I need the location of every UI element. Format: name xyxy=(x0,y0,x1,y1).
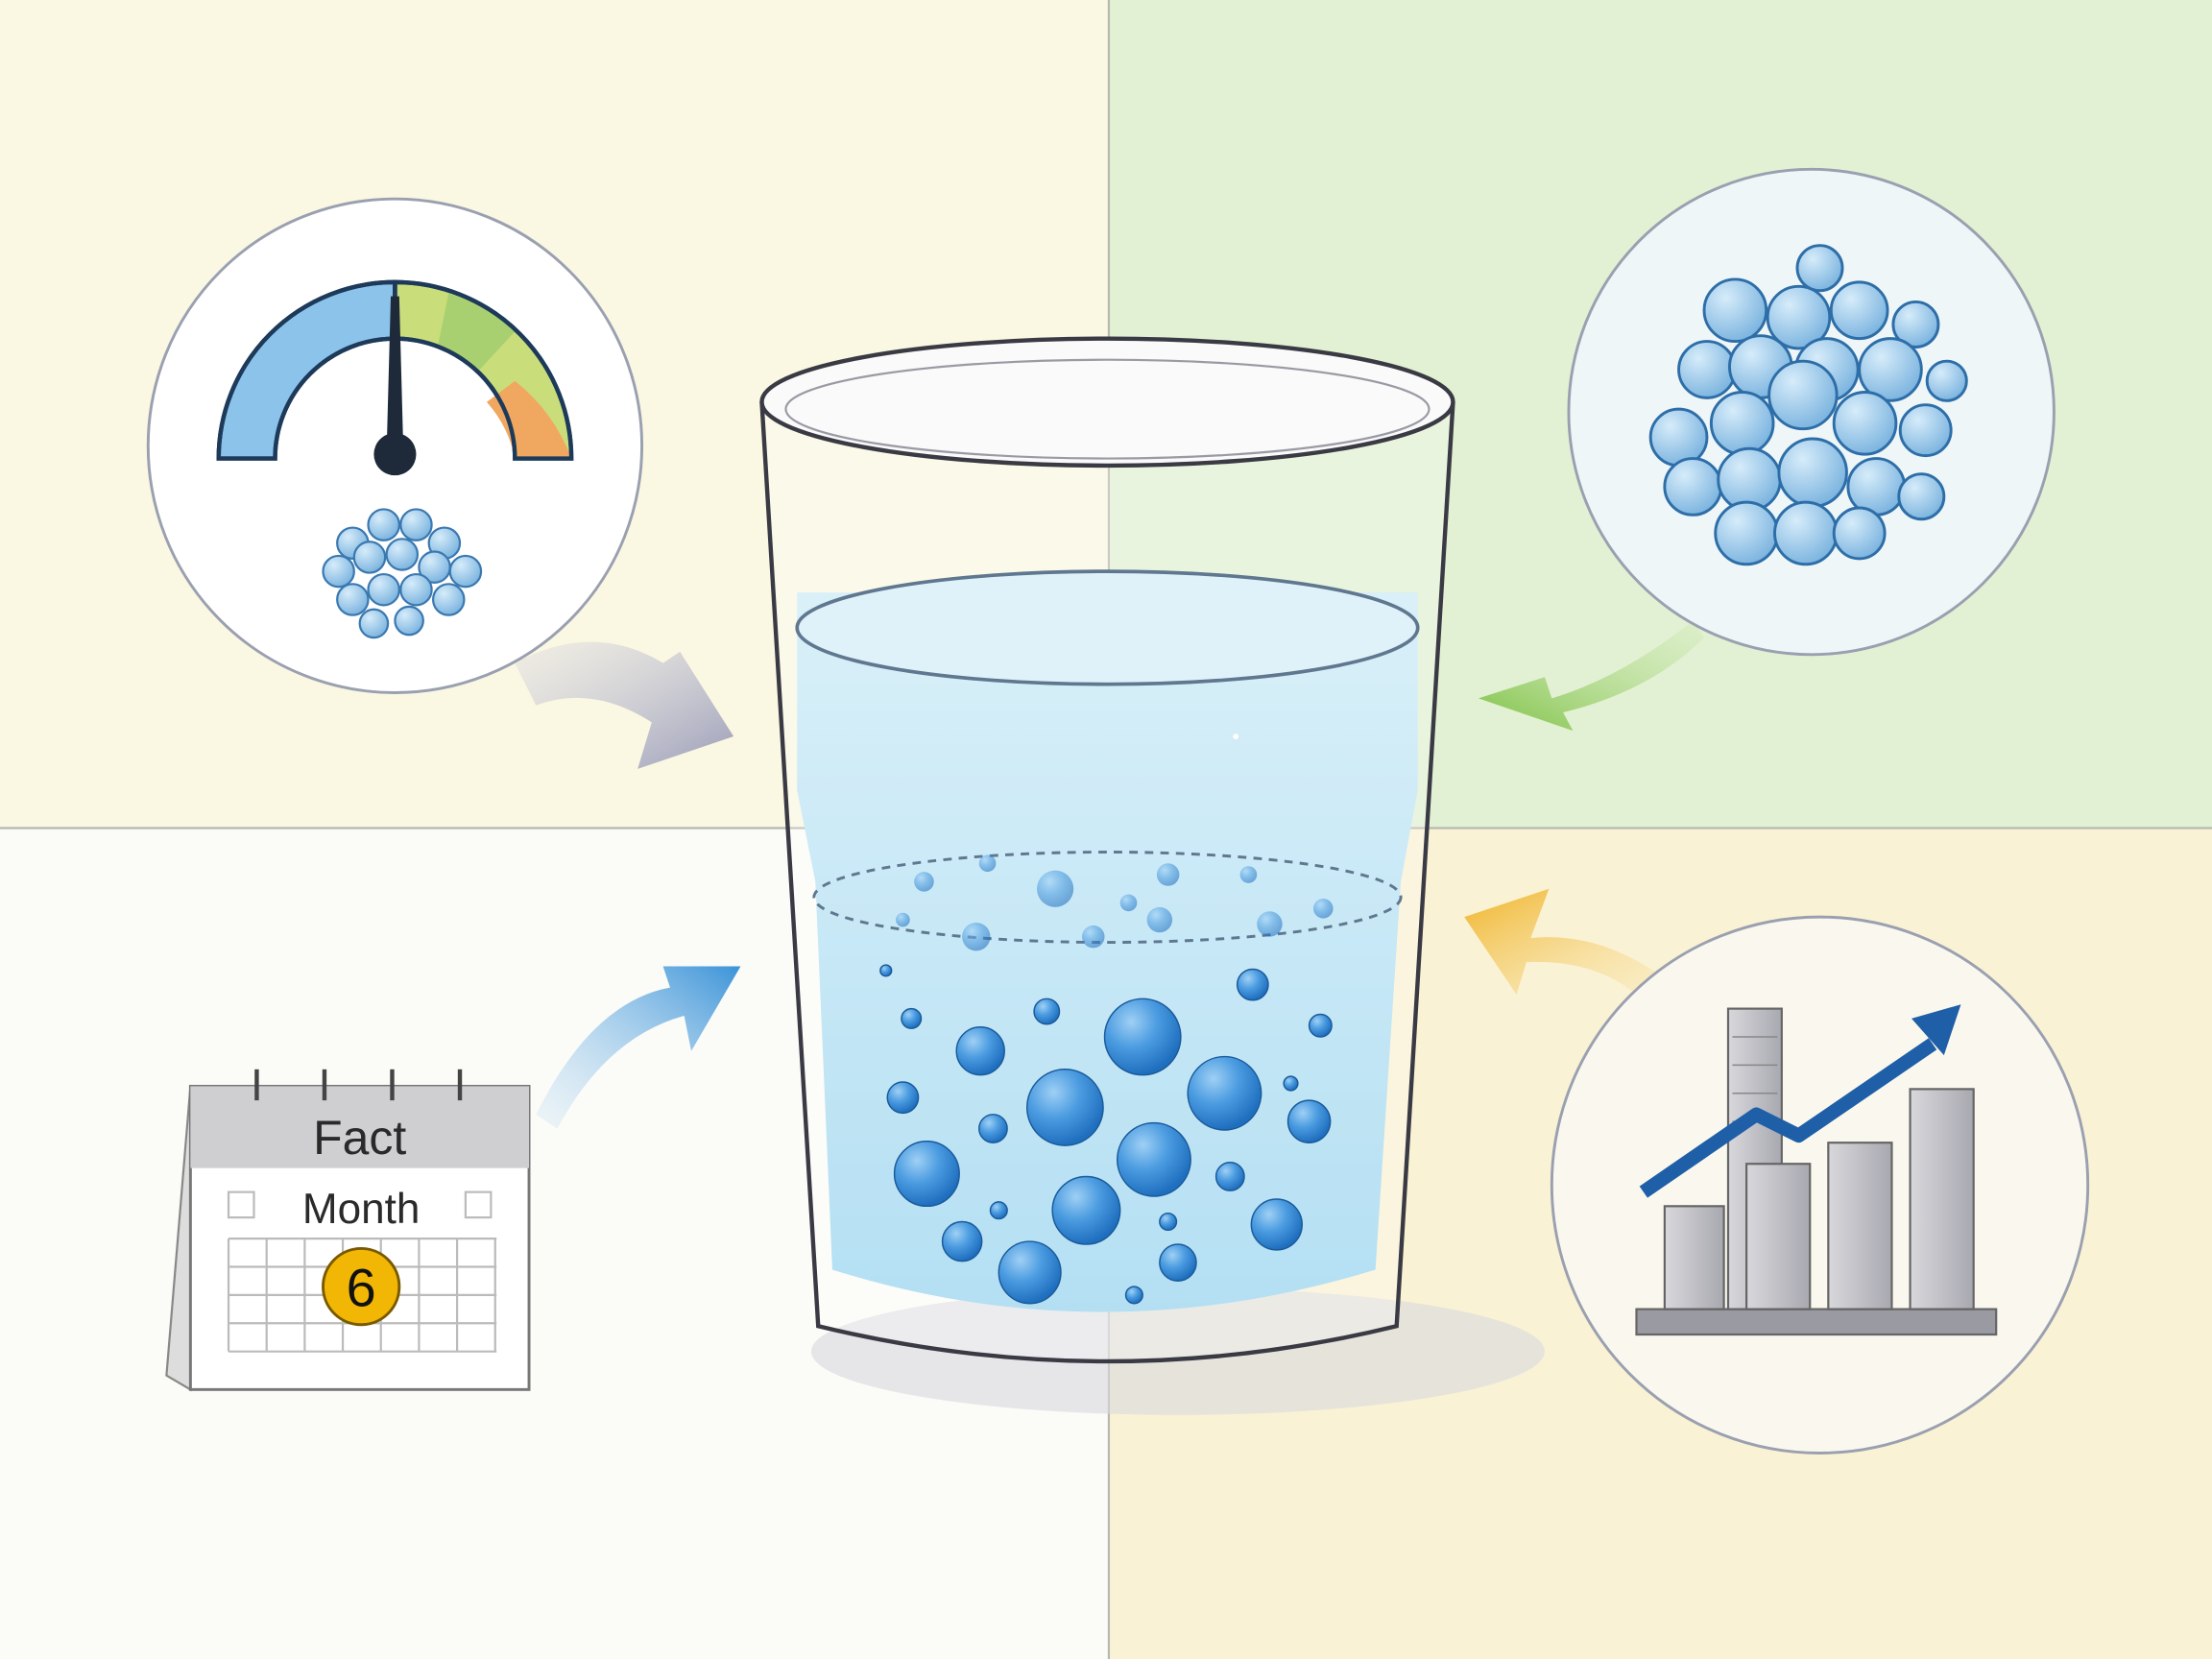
gauge-icon xyxy=(146,197,644,694)
calendar-badge-number: 6 xyxy=(347,1258,376,1318)
sparkle xyxy=(1233,733,1239,739)
particle-cluster-icon xyxy=(1567,167,2056,657)
calendar-subtitle: Month xyxy=(302,1186,421,1233)
calendar-icon: Fact Month 6 xyxy=(165,1069,531,1392)
calendar-title: Fact xyxy=(313,1111,406,1165)
arrow-blue-icon xyxy=(536,966,741,1129)
arrow-green-icon xyxy=(1478,620,1705,732)
water-glass-icon xyxy=(759,336,1545,1415)
arrow-orange-icon xyxy=(1464,888,1658,995)
bar-chart-trend-icon xyxy=(1550,915,2090,1455)
arrow-gray-icon xyxy=(515,641,734,769)
